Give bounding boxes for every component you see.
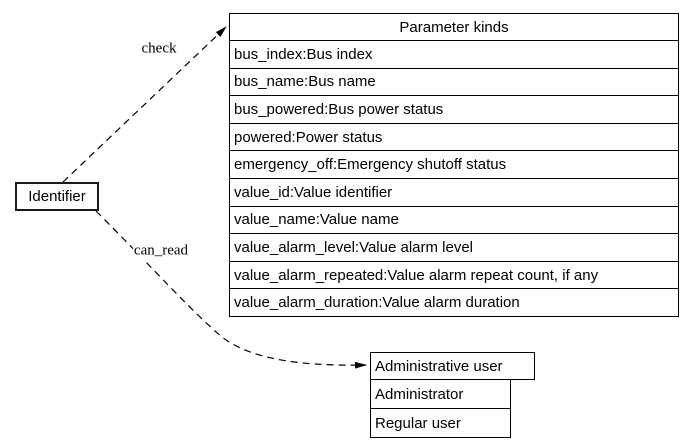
param-row-bus-powered: bus_powered:Bus power status: [230, 95, 678, 123]
parameter-kinds-title: Parameter kinds: [399, 18, 509, 36]
admin-row-administrator: Administrator: [375, 385, 464, 403]
param-row-bus-name: bus_name:Bus name: [230, 67, 678, 96]
param-row-value-alarm-level: value_alarm_level:Value alarm level: [230, 233, 678, 261]
param-row-emergency-off: emergency_off:Emergency shutoff status: [230, 150, 678, 178]
param-row-value-alarm-duration: value_alarm_duration:Value alarm duratio…: [230, 288, 678, 316]
parameter-kinds-table: Parameter kinds bus_index:Bus index bus_…: [229, 13, 679, 317]
param-row-value-name: value_name:Value name: [230, 205, 678, 234]
admin-user-table: Administrator Regular user: [370, 379, 511, 438]
param-row-value-id: value_id:Value identifier: [230, 177, 678, 206]
identifier-node: Identifier: [15, 182, 99, 211]
param-row-powered: powered:Power status: [230, 122, 678, 151]
param-row-value-alarm-repeated: value_alarm_repeated:Value alarm repeat …: [230, 260, 678, 289]
param-row-bus-index: bus_index:Bus index: [230, 40, 678, 68]
edge-label-can-read: can_read: [132, 242, 190, 260]
edge-label-check: check: [140, 40, 178, 58]
admin-user-table-title: Administrative user: [370, 352, 535, 380]
identifier-node-label: Identifier: [28, 188, 86, 205]
admin-row-regular-user: Regular user: [371, 408, 510, 437]
